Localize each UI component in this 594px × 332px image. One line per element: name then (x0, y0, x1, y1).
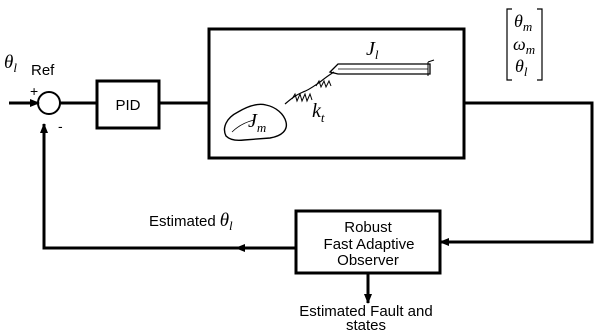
reference-symbol: θl (4, 52, 17, 75)
spring-illustration (284, 71, 335, 105)
feedback-line (40, 123, 238, 250)
pid-label: PID (115, 97, 140, 114)
right-bracket (537, 8, 543, 81)
observer-line-3: Observer (337, 252, 399, 269)
state-theta-l: θl (515, 56, 528, 79)
minus-sign: - (58, 118, 63, 134)
summing-junction (37, 91, 61, 115)
plant-output-line (439, 101, 594, 246)
load-inertia-symbol: Jl (366, 38, 379, 62)
state-theta-m: θm (514, 11, 532, 34)
observer-block (294, 209, 442, 275)
left-bracket (506, 8, 512, 81)
plus-sign: + (30, 83, 38, 99)
reference-label: Ref (31, 62, 55, 79)
load-arm-illustration (328, 59, 435, 76)
output-line-2: states (346, 317, 386, 332)
motor-mass-illustration (223, 103, 288, 142)
motor-inertia-symbol: Jm (248, 110, 266, 135)
observer-line-1: Robust (344, 219, 392, 236)
observer-line-2: Fast Adaptive (324, 236, 415, 253)
output-line-1: Estimated Fault and (299, 303, 432, 320)
stiffness-symbol: kt (312, 100, 325, 125)
state-omega-m: ωm (513, 34, 535, 57)
state-vector: θm ωm θl (506, 8, 543, 81)
